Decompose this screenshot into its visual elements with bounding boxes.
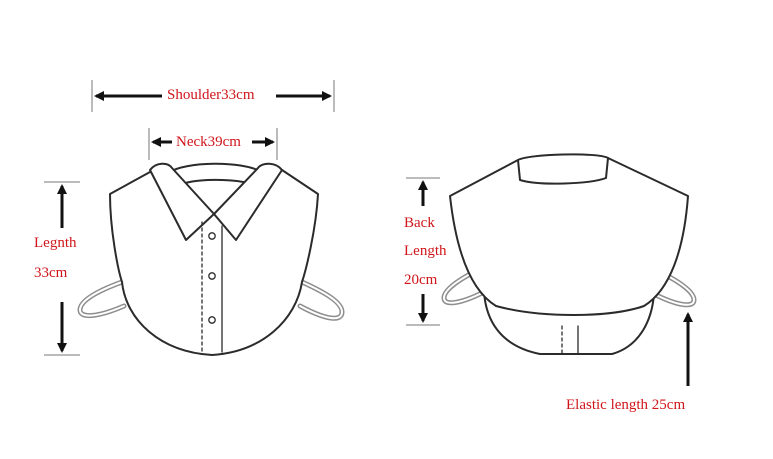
measurement-arrows <box>44 80 693 386</box>
front-button-3 <box>208 316 216 324</box>
neck-label: Neck39cm <box>176 134 241 150</box>
back-length-label-line2: Length <box>404 243 447 259</box>
back-main-panel <box>449 157 689 316</box>
back-length-label-line1: Back <box>404 215 435 231</box>
front-left-collar <box>149 162 215 241</box>
back-collar-illustration <box>441 153 697 355</box>
back-collar-stand <box>517 153 609 185</box>
length-label-line1: Legnth <box>34 235 77 251</box>
front-right-collar <box>213 162 283 241</box>
front-bib-body <box>109 169 319 356</box>
front-button-2 <box>208 272 216 280</box>
back-length-label-line3: 20cm <box>404 272 438 288</box>
shoulder-label: Shoulder33cm <box>167 87 255 103</box>
front-button-1 <box>208 232 216 240</box>
front-collar-illustration <box>77 162 345 356</box>
elastic-length-label: Elastic length 25cm <box>566 397 686 413</box>
length-label-line2: 33cm <box>34 265 68 281</box>
